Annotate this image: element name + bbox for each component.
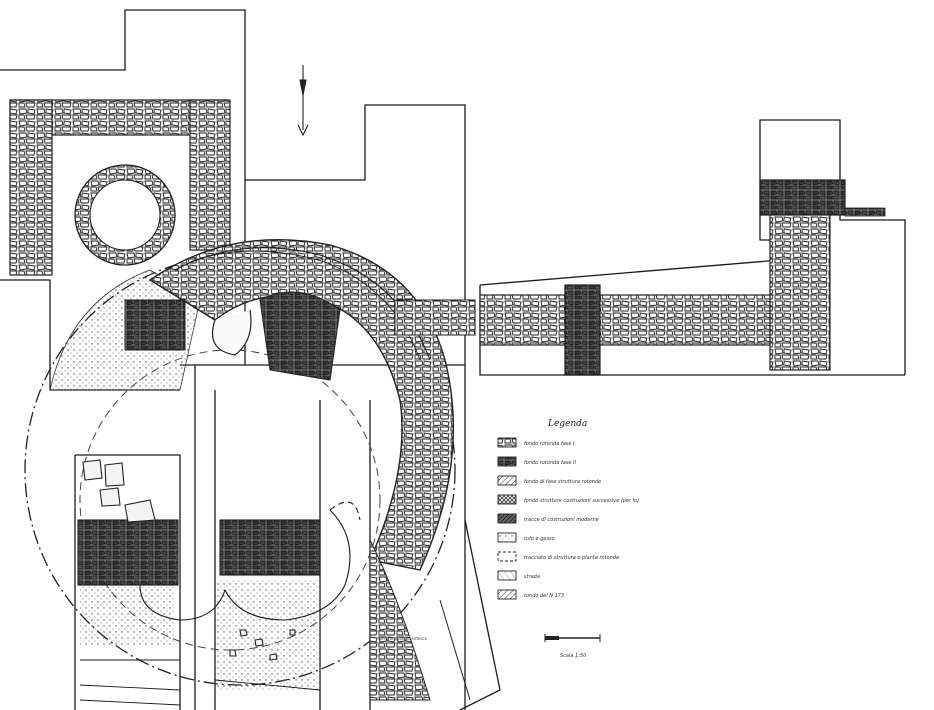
legend-swatch [497, 513, 517, 524]
loose-stones [82, 459, 296, 661]
legend-entries: fondo rotonda fase I fondo rotonda fase I… [497, 437, 639, 600]
annotation-label: tondino quattrocentesco [378, 636, 428, 641]
legend-entry-label: fondo rotonda fase II [524, 460, 577, 466]
legend-entry-label: tracciato di struttura e pianta rotonda [524, 555, 619, 561]
legend-entry-label: tufo e gesso [524, 536, 555, 542]
legend-title: Legenda [547, 419, 587, 429]
boundary-walls [0, 9, 906, 710]
scale-label: Scala 1:50 [560, 653, 586, 659]
legend-entry-label: strada [524, 574, 540, 580]
legend-entry-label: tracce di costruzioni moderne [524, 517, 599, 523]
legend-swatch [497, 551, 517, 562]
right-wall [394, 179, 886, 376]
phase-two-foundations [77, 299, 321, 586]
scale-bar: Scala 1:50 [544, 634, 601, 659]
legend-entry-label: tondo del N 173 [524, 593, 564, 599]
legend-entry-label: fondo strutture costruzioni successive (… [524, 498, 639, 504]
legend-swatch [497, 494, 517, 505]
legend-swatch [497, 589, 517, 600]
legend-entry-label: fondo rotonda fase I [524, 441, 575, 447]
legend-entry-label: fondo di fase struttura rotonde [524, 479, 601, 485]
lower-region-lines [79, 659, 321, 706]
curved-lobes [139, 501, 361, 621]
round-well [74, 164, 176, 266]
legend-swatch [497, 437, 517, 448]
north-arrow-icon [297, 65, 309, 137]
lower-stone-path [369, 539, 471, 701]
legend-swatch [497, 475, 517, 486]
legend-swatch [497, 532, 517, 543]
legend-swatch [497, 456, 517, 467]
rotunda-masonry [148, 238, 455, 571]
legend-swatch [497, 570, 517, 581]
rectangular-building [9, 99, 231, 276]
